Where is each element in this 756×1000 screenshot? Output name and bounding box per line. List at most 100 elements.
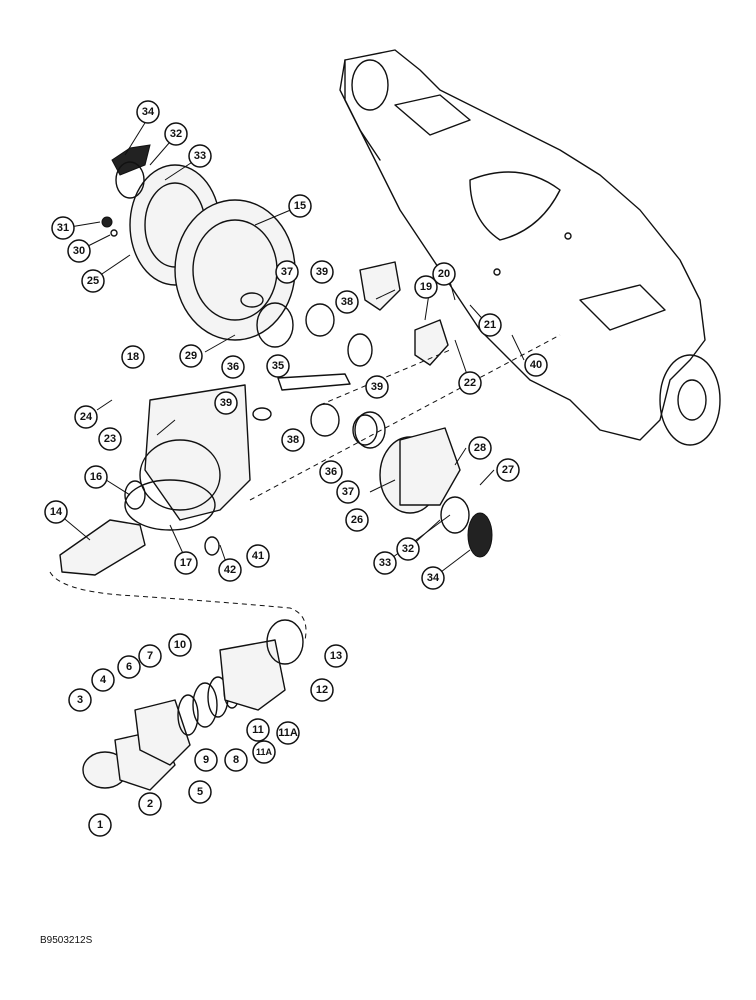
- svg-text:40: 40: [530, 359, 542, 371]
- callout-2: 2: [138, 792, 162, 816]
- callout-8: 8: [224, 748, 248, 772]
- svg-text:38: 38: [341, 296, 353, 308]
- svg-text:13: 13: [330, 650, 342, 662]
- svg-text:16: 16: [90, 471, 102, 483]
- svg-text:37: 37: [342, 486, 354, 498]
- callout-39-top: 38: [335, 290, 359, 314]
- callout-7: 7: [138, 644, 162, 668]
- svg-text:4: 4: [100, 674, 107, 686]
- svg-text:22: 22: [464, 377, 476, 389]
- svg-text:36: 36: [227, 361, 239, 373]
- callout-18: 17: [174, 551, 198, 575]
- callout-16: 15: [288, 194, 312, 218]
- differential-case: [352, 414, 493, 558]
- callout-27: 26: [345, 508, 369, 532]
- callout-22: 21: [478, 313, 502, 337]
- callout-26: 25: [81, 269, 105, 293]
- svg-text:20: 20: [438, 268, 450, 280]
- leader-lines: [59, 117, 525, 579]
- figure-id: B9503212S: [40, 935, 93, 946]
- callout-13: 12: [310, 678, 334, 702]
- svg-text:27: 27: [502, 464, 514, 476]
- svg-text:37: 37: [281, 266, 293, 278]
- svg-text:15: 15: [294, 200, 306, 212]
- svg-text:11A: 11A: [256, 747, 273, 757]
- svg-text:5: 5: [197, 786, 203, 798]
- svg-text:39: 39: [220, 397, 232, 409]
- svg-text:35: 35: [272, 360, 284, 372]
- callout-40-mid: 39: [365, 375, 389, 399]
- svg-text:28: 28: [474, 442, 486, 454]
- callout-9: 9: [194, 748, 218, 772]
- svg-text:14: 14: [50, 506, 63, 518]
- svg-text:42: 42: [224, 564, 236, 576]
- callout-40-top: 39: [310, 260, 334, 284]
- callout-21: 20: [432, 262, 456, 286]
- callout-25: 24: [74, 405, 98, 429]
- callout-32: 31: [51, 216, 75, 240]
- svg-text:30: 30: [73, 245, 85, 257]
- callout-11a: 11A: [252, 740, 276, 764]
- svg-text:7: 7: [147, 650, 153, 662]
- svg-text:33: 33: [379, 557, 391, 569]
- ring-gear-assembly: [101, 144, 296, 341]
- svg-text:41: 41: [252, 550, 264, 562]
- carrier-housing: [59, 384, 251, 576]
- pinion-bearing-stack: [82, 619, 304, 791]
- svg-text:24: 24: [80, 411, 93, 423]
- callout-34: 33: [188, 144, 212, 168]
- callout-41: 40: [524, 353, 548, 377]
- svg-text:39: 39: [316, 266, 328, 278]
- callout-40-left: 39: [214, 391, 238, 415]
- callout-10: 10: [168, 633, 192, 657]
- callout-35-bottom: 34: [421, 566, 445, 590]
- svg-text:3: 3: [77, 694, 83, 706]
- callout-38-top: 37: [275, 260, 299, 284]
- callout-3: 3: [68, 688, 92, 712]
- callout-17: 16: [84, 465, 108, 489]
- svg-text:34: 34: [142, 106, 155, 118]
- callout-14: 13: [324, 644, 348, 668]
- svg-text:33: 33: [194, 150, 206, 162]
- svg-text:39: 39: [371, 381, 383, 393]
- callout-37-bottom: 36: [319, 460, 343, 484]
- svg-text:6: 6: [126, 661, 132, 673]
- callout-1: 1: [88, 813, 112, 837]
- callout-30: 29: [179, 344, 203, 368]
- callout-42: 41: [246, 544, 270, 568]
- svg-text:29: 29: [185, 350, 197, 362]
- svg-text:12: 12: [316, 684, 328, 696]
- callout-35: 34: [136, 100, 160, 124]
- svg-text:18: 18: [127, 351, 139, 363]
- callout-39-bottom: 38: [281, 428, 305, 452]
- callout-12: 11A: [276, 721, 300, 745]
- svg-text:32: 32: [170, 128, 182, 140]
- callout-5: 5: [188, 780, 212, 804]
- svg-text:17: 17: [180, 557, 192, 569]
- callout-38-bottom: 37: [336, 480, 360, 504]
- svg-text:21: 21: [484, 319, 496, 331]
- callout-20: 19: [414, 275, 438, 299]
- svg-text:8: 8: [233, 754, 239, 766]
- svg-text:9: 9: [203, 754, 209, 766]
- differential-gears: [240, 261, 449, 449]
- callout-6: 6: [117, 655, 141, 679]
- svg-text:10: 10: [174, 639, 186, 651]
- svg-text:26: 26: [351, 514, 363, 526]
- callout-33: 32: [164, 122, 188, 146]
- svg-text:11: 11: [252, 724, 264, 736]
- svg-text:1: 1: [97, 819, 103, 831]
- callout-23: 22: [458, 371, 482, 395]
- callout-19: 18: [121, 345, 145, 369]
- svg-text:25: 25: [87, 275, 99, 287]
- svg-text:38: 38: [287, 434, 299, 446]
- callout-31: 30: [67, 239, 91, 263]
- svg-text:19: 19: [420, 281, 432, 293]
- callout-43: 42: [218, 558, 242, 582]
- svg-text:36: 36: [325, 466, 337, 478]
- svg-text:2: 2: [147, 798, 153, 810]
- svg-text:23: 23: [104, 433, 116, 445]
- callout-36: 35: [266, 354, 290, 378]
